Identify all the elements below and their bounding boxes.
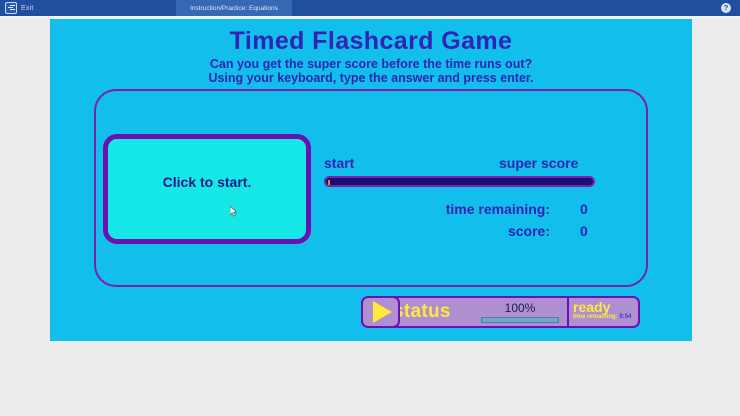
exit-button[interactable]: Exit xyxy=(0,0,33,16)
game-panel xyxy=(94,89,648,287)
progress-bar xyxy=(481,317,559,323)
page-title: Timed Flashcard Game xyxy=(229,27,513,55)
ready-state-group: ready time remaining: 0:54 xyxy=(573,300,637,320)
meter-start-label: start xyxy=(324,155,355,171)
status-time-remaining: time remaining: 0:54 xyxy=(573,314,637,320)
help-icon[interactable]: ? xyxy=(721,3,731,13)
status-bar: status 100% ready time remaining: 0:54 xyxy=(385,296,640,328)
click-to-start-card[interactable]: Click to start. xyxy=(103,134,311,244)
top-bar-underline xyxy=(0,16,740,19)
status-progress-group: 100% xyxy=(481,301,559,323)
tab-instruction-practice-equations[interactable]: Instruction/Practice: Equations xyxy=(176,0,292,16)
meter-super-score-label: super score xyxy=(499,155,579,171)
super-score-meter xyxy=(324,176,595,187)
exit-icon xyxy=(5,2,17,14)
play-button[interactable] xyxy=(361,296,400,328)
ready-state-label: ready xyxy=(573,299,611,315)
status-label: status xyxy=(393,301,451,322)
subtitle-line-2: Using your keyboard, type the answer and… xyxy=(208,71,534,85)
time-remaining-value: 0 xyxy=(580,201,588,217)
meter-position-marker xyxy=(328,180,330,185)
status-time-remaining-label: time remaining: xyxy=(573,314,618,320)
status-divider xyxy=(567,298,569,326)
click-to-start-label: Click to start. xyxy=(162,174,252,190)
status-time-remaining-value: 0:54 xyxy=(619,314,632,320)
score-value: 0 xyxy=(580,223,588,239)
time-remaining-label: time remaining: xyxy=(445,201,550,217)
exit-label: Exit xyxy=(21,4,34,12)
score-label: score: xyxy=(507,223,550,239)
subtitle-line-1: Can you get the super score before the t… xyxy=(209,57,533,71)
application-top-bar: Exit Instruction/Practice: Equations ? xyxy=(0,0,740,16)
play-triangle-icon xyxy=(373,301,392,323)
game-stage: Timed Flashcard Game Can you get the sup… xyxy=(50,19,692,341)
progress-percent-label: 100% xyxy=(504,301,536,315)
